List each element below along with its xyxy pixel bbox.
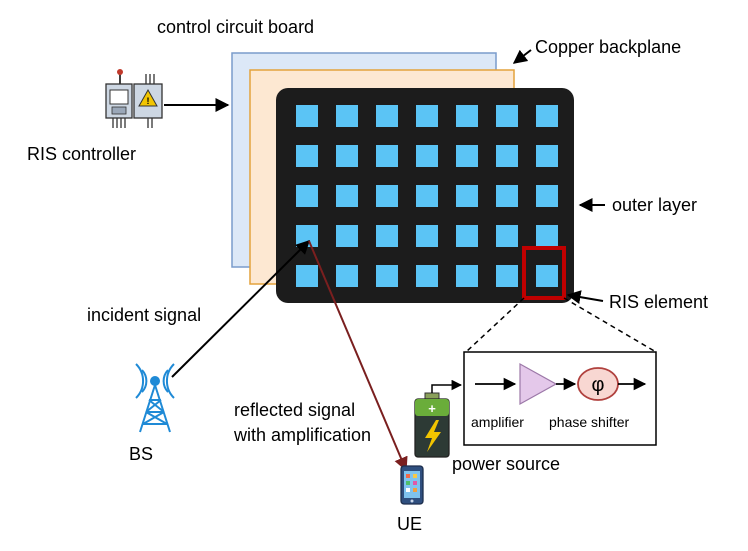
ris-element-arrow	[566, 290, 604, 305]
ris-element-cell	[536, 265, 558, 287]
ris-element-cell	[456, 105, 478, 127]
ris-element-cell	[536, 185, 558, 207]
ris-element-cell	[376, 145, 398, 167]
control-board-label: control circuit board	[157, 17, 314, 37]
copper-backplane-label: Copper backplane	[535, 37, 681, 57]
ris-element-cell	[296, 105, 318, 127]
svg-text:+: +	[428, 401, 436, 416]
ris-element-cell	[336, 225, 358, 247]
ris-element-cell	[416, 225, 438, 247]
ris-element-cell	[456, 145, 478, 167]
ris-element-cell	[296, 265, 318, 287]
incident-signal-label: incident signal	[87, 305, 201, 325]
ris-element-cell	[376, 105, 398, 127]
ris-element-cell	[496, 145, 518, 167]
reflected-signal-label-1: reflected signal	[234, 400, 355, 420]
ris-element-cell	[296, 145, 318, 167]
ris-element-cell	[416, 265, 438, 287]
ris-element-cell	[336, 185, 358, 207]
ris-element-cell	[336, 145, 358, 167]
ris-element-cell	[336, 265, 358, 287]
ris-element-cell	[456, 185, 478, 207]
ris-element-cell	[416, 185, 438, 207]
cell-tower-icon	[135, 363, 175, 433]
reflected-signal-line	[308, 240, 408, 472]
outer-layer-label: outer layer	[612, 195, 697, 215]
smartphone-icon	[400, 465, 424, 505]
ris-element-cell	[416, 105, 438, 127]
copper-pointer-arrow	[512, 49, 532, 64]
ris-controller-label: RIS controller	[27, 144, 136, 164]
ris-element-label: RIS element	[609, 292, 708, 312]
ris-element-cell	[376, 185, 398, 207]
zoom-line-left	[465, 297, 525, 353]
amplifier-label: amplifier	[471, 414, 524, 430]
ris-element-cell	[496, 185, 518, 207]
ris-element-cell	[336, 105, 358, 127]
ris-element-cell	[456, 265, 478, 287]
ris-element-cell	[536, 225, 558, 247]
ris-element-cell	[456, 225, 478, 247]
reflected-signal-label-2: with amplification	[233, 425, 371, 445]
battery-icon: +	[414, 392, 450, 458]
ris-element-cell	[416, 145, 438, 167]
ris-element-cell	[376, 265, 398, 287]
phi-symbol: φ	[592, 374, 605, 396]
ris-element-cell	[296, 185, 318, 207]
ris-element-cell	[496, 265, 518, 287]
amplifier-icon	[519, 362, 558, 406]
ris-element-highlight	[522, 246, 566, 300]
svg-text:!: !	[147, 96, 150, 106]
ue-label: UE	[397, 514, 422, 534]
ris-element-cell	[536, 145, 558, 167]
incident-signal-line	[171, 240, 310, 378]
ris-element-cell	[376, 225, 398, 247]
controller-cabinet-icon: !	[105, 69, 163, 128]
phase-shifter-label: phase shifter	[549, 414, 629, 430]
power-source-label: power source	[452, 454, 560, 474]
ris-element-cell	[536, 105, 558, 127]
element-circuit-box	[463, 351, 657, 446]
bs-label: BS	[129, 444, 153, 464]
ris-element-cell	[496, 105, 518, 127]
ris-element-cell	[496, 225, 518, 247]
ris-element-grid	[296, 105, 558, 287]
power-feed-line	[431, 379, 463, 393]
